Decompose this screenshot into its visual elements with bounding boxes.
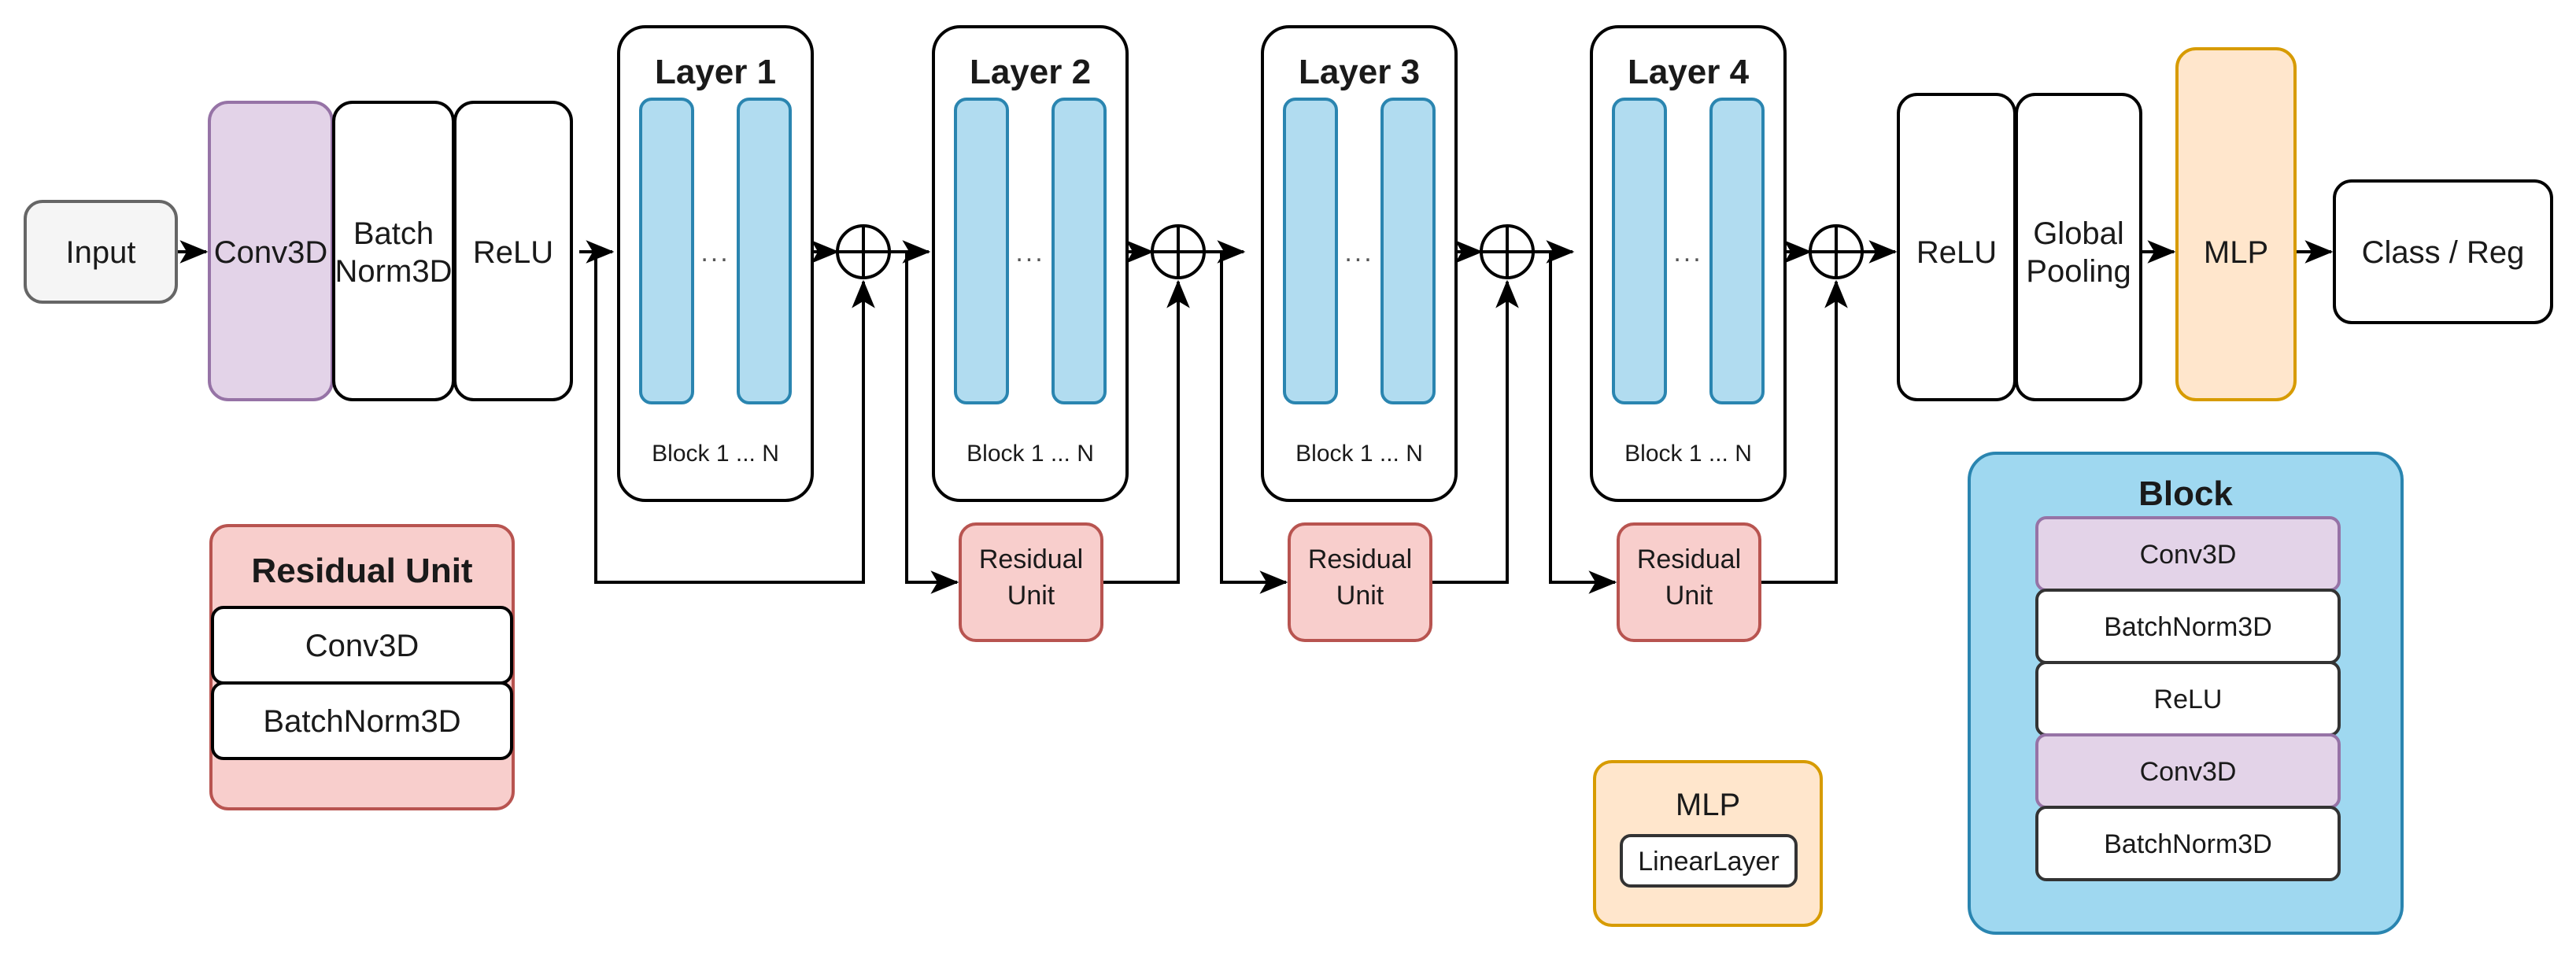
residual-unit-2-label-line2: Unit [1007,581,1055,611]
layer-1-block-bar-first [639,98,694,404]
layer-4-title: Layer 4 [1628,53,1750,91]
layer-4-block-caption: Block 1 ... N [1624,441,1752,467]
layer-1-block-bar-last [737,98,792,404]
node-mlp[interactable]: MLP [2175,47,2297,401]
legend-residual-unit-title: Residual Unit [251,552,472,590]
node-input[interactable]: Input [24,200,178,304]
node-layer-3[interactable]: Layer 3 ... Block 1 ... N [1261,25,1458,502]
legend-residual-unit[interactable]: Residual Unit Conv3D BatchNorm3D [209,524,515,810]
layer-2-title: Layer 2 [970,53,1091,91]
legend-block-item-1-label: BatchNorm3D [2104,612,2272,642]
layer-3-title: Layer 3 [1299,53,1420,91]
legend-block[interactable]: Block Conv3D BatchNorm3D ReLU Conv3D Bat… [1968,452,2404,935]
edge-residual4-to-adder4 [1760,279,1848,584]
layer-2-block-bar-first [954,98,1009,404]
node-layer-2[interactable]: Layer 2 ... Block 1 ... N [932,25,1129,502]
adder-1 [836,224,891,279]
layer-3-block-bar-first [1283,98,1338,404]
layer-1-title: Layer 1 [655,53,776,91]
node-conv3d-stem[interactable]: Conv3D [208,101,334,401]
legend-mlp[interactable]: MLP LinearLayer [1593,760,1823,927]
layer-4-ellipsis: ... [1673,238,1702,268]
layer-2-block-bar-last [1051,98,1107,404]
legend-residual-unit-item-1[interactable] [211,681,513,760]
layer-2-ellipsis: ... [1015,238,1044,268]
node-global-pooling-label-line2: Pooling [2026,254,2131,289]
edge-residual2-to-adder2 [1102,279,1190,584]
legend-block-item-2-label: ReLU [2154,685,2223,714]
node-relu-head[interactable]: ReLU [1897,93,2016,401]
node-batchnorm3d-stem-label-line1: Batch [353,216,434,251]
node-relu-head-label: ReLU [1916,235,1997,270]
residual-unit-4-label-line2: Unit [1665,581,1713,611]
adder-3 [1480,224,1535,279]
node-conv3d-stem-label: Conv3D [214,235,328,270]
adder-4 [1809,224,1864,279]
legend-mlp-item-0-label: LinearLayer [1638,847,1780,877]
node-global-pooling[interactable]: Global Pooling [2015,93,2142,401]
node-output-class-reg-label: Class / Reg [2362,235,2525,270]
edge-skip-1 [594,252,875,584]
residual-unit-2-label-line1: Residual [979,544,1083,574]
node-residual-unit-3[interactable]: Residual Unit [1288,522,1432,642]
legend-block-title: Block [2138,474,2233,513]
legend-residual-unit-item-1-label: BatchNorm3D [263,704,460,739]
node-batchnorm3d-stem-label-line2: Norm3D [335,254,453,289]
layer-4-block-bar-last [1709,98,1765,404]
node-relu-stem[interactable]: ReLU [453,101,573,401]
layer-1-ellipsis: ... [700,238,730,268]
edge-skip-4-to-residual [1549,252,1617,594]
layer-3-block-bar-last [1380,98,1436,404]
node-relu-stem-label: ReLU [473,235,553,270]
layer-1-block-caption: Block 1 ... N [652,441,779,467]
legend-block-item-4[interactable] [2035,806,2341,881]
residual-unit-3-label-line1: Residual [1308,544,1412,574]
node-input-label: Input [66,235,136,270]
node-mlp-label: MLP [2204,235,2268,270]
edge-skip-3-to-residual [1220,252,1288,594]
residual-unit-3-label-line2: Unit [1336,581,1384,611]
connector-edges [176,240,2334,594]
legend-mlp-title: MLP [1676,788,1740,822]
legend-block-item-0-label: Conv3D [2140,540,2237,570]
node-global-pooling-label-line1: Global [2033,216,2124,251]
edge-skip-2-to-residual [905,252,959,594]
legend-block-item-4-label: BatchNorm3D [2104,829,2272,859]
node-residual-unit-4[interactable]: Residual Unit [1617,522,1761,642]
node-residual-unit-2[interactable]: Residual Unit [959,522,1103,642]
node-batchnorm3d-stem[interactable]: Batch Norm3D [332,101,455,401]
layer-3-ellipsis: ... [1344,238,1373,268]
node-layer-4[interactable]: Layer 4 ... Block 1 ... N [1590,25,1787,502]
layer-3-block-caption: Block 1 ... N [1295,441,1423,467]
residual-unit-4-label-line1: Residual [1637,544,1741,574]
node-output-class-reg[interactable]: Class / Reg [2333,179,2553,324]
layer-4-block-bar-first [1612,98,1667,404]
edge-residual3-to-adder3 [1431,279,1519,584]
layer-2-block-caption: Block 1 ... N [966,441,1094,467]
node-layer-1[interactable]: Layer 1 ... Block 1 ... N [617,25,814,502]
legend-block-item-3-label: Conv3D [2140,757,2237,787]
legend-residual-unit-item-0-label: Conv3D [305,629,419,663]
legend-mlp-item-0[interactable] [1620,834,1798,888]
adder-2 [1151,224,1206,279]
